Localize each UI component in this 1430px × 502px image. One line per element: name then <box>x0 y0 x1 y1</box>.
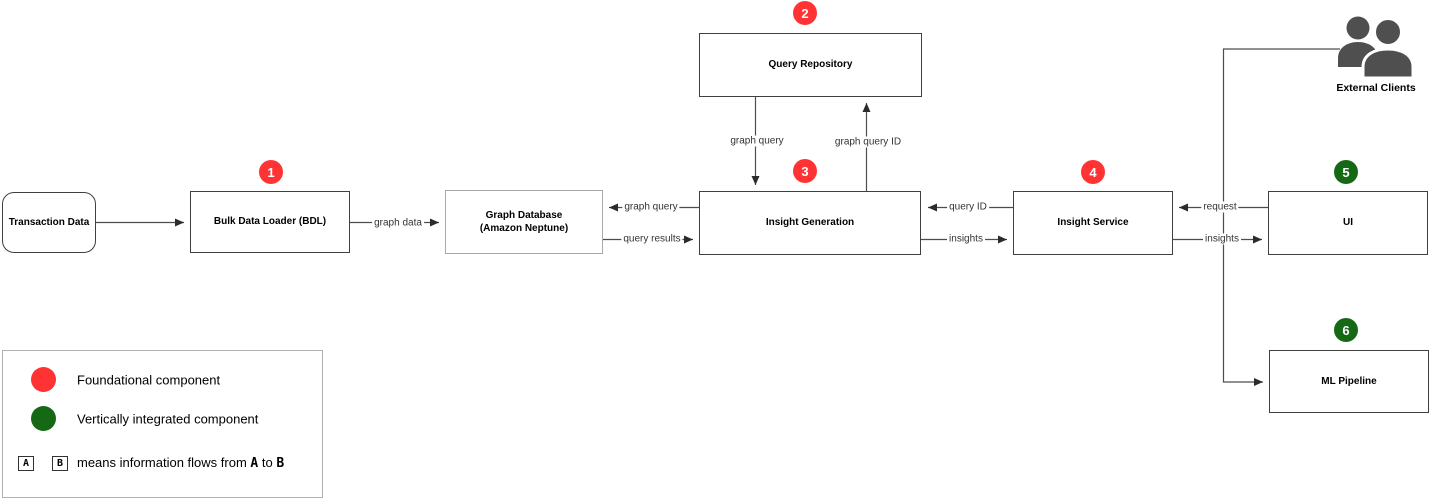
badge-1: 1 <box>259 160 283 184</box>
legend-box-a: A <box>18 456 34 471</box>
legend-flow-sentence: means information flows from A to B <box>77 455 284 471</box>
node-insight-generation: Insight Generation <box>699 191 921 255</box>
edge-label-graph-data: graph data <box>372 217 424 229</box>
legend-flow-to: to <box>261 455 273 470</box>
legend-flow-a: A <box>250 456 259 471</box>
node-ui: UI <box>1268 191 1428 255</box>
edge-label-query-id: query ID <box>947 201 989 213</box>
graph-database-label-line1: Graph Database <box>485 209 563 221</box>
legend-flow-prefix: means information flows from <box>77 455 247 470</box>
node-ml-pipeline: ML Pipeline <box>1269 350 1429 413</box>
edge-label-graph-query-id: graph query ID <box>832 136 904 148</box>
edge-label-insights-2: insights <box>1203 233 1241 245</box>
external-clients-icon <box>1337 16 1415 80</box>
edge-label-graph-query-2: graph query <box>728 135 786 147</box>
node-bulk-data-loader: Bulk Data Loader (BDL) <box>190 191 350 253</box>
edge-label-graph-query: graph query <box>622 201 680 213</box>
legend-flow-b: B <box>276 456 285 471</box>
edge-label-insights-1: insights <box>947 233 985 245</box>
edge-label-request: request <box>1201 201 1239 213</box>
legend-foundational-label: Foundational component <box>77 372 221 388</box>
graph-database-label-line2: (Amazon Neptune) <box>479 223 569 234</box>
legend-box-b: B <box>52 456 68 471</box>
edge-label-query-results: query results <box>621 233 683 245</box>
edge-externalclients-to-mlpipeline <box>1222 48 1340 386</box>
legend-vertical-label: Vertically integrated component <box>77 411 259 427</box>
legend-green-dot <box>31 406 56 431</box>
badge-2: 2 <box>793 1 817 25</box>
badge-3: 3 <box>793 159 817 183</box>
node-transaction-data: Transaction Data <box>2 192 96 253</box>
node-query-repository: Query Repository <box>699 33 922 97</box>
legend-red-dot <box>31 367 56 392</box>
badge-4: 4 <box>1081 160 1105 184</box>
badge-6: 6 <box>1334 318 1358 342</box>
node-graph-database: Graph Database (Amazon Neptune) <box>445 190 603 254</box>
external-clients-label: External Clients <box>1336 82 1416 94</box>
legend <box>2 350 323 498</box>
badge-5: 5 <box>1334 160 1358 184</box>
node-insight-service: Insight Service <box>1013 191 1173 255</box>
